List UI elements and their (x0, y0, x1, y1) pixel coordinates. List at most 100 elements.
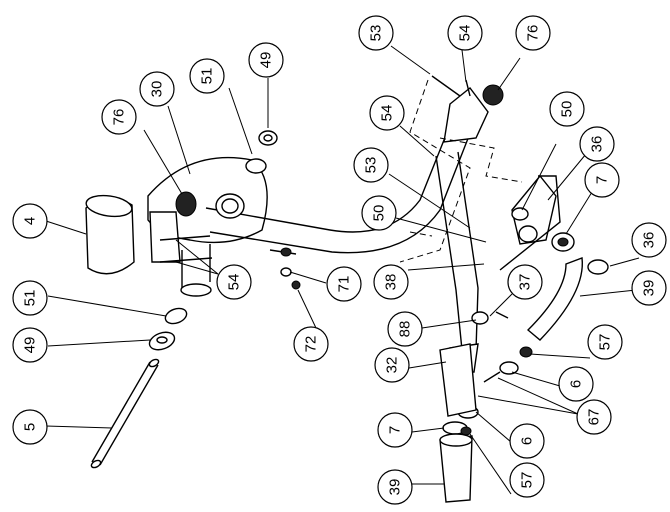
callout-label: 57 (597, 334, 614, 351)
part-cylinder-cover (85, 194, 135, 275)
callout-circle (447, 15, 483, 51)
callout-label: 53 (363, 157, 380, 174)
callout-circle (584, 162, 620, 198)
callout-circle (515, 15, 551, 51)
callout-7-right: 7 (584, 162, 620, 198)
callout-32: 32 (374, 347, 410, 383)
callout-label: 72 (303, 336, 320, 353)
callout-38: 38 (373, 264, 409, 300)
callout-circle (189, 58, 225, 94)
callout-37: 37 (507, 264, 543, 300)
callout-88: 88 (387, 311, 423, 347)
callout-label: 50 (371, 205, 388, 222)
callout-circle (549, 91, 585, 127)
callout-53-mid: 53 (353, 147, 389, 183)
callout-54-left: 54 (216, 264, 252, 300)
callout-54-top: 54 (447, 15, 483, 51)
callout-circle (369, 95, 405, 131)
callout-39-bottom: 39 (377, 469, 413, 505)
callout-circle (326, 266, 362, 302)
leader-lines (45, 45, 640, 495)
callout-label: 30 (149, 81, 166, 98)
callout-label: 57 (519, 472, 536, 489)
callout-label: 6 (568, 380, 585, 388)
part-bushing-left (164, 307, 188, 325)
callout-label: 37 (517, 274, 534, 291)
callout-49-left: 49 (12, 327, 48, 363)
part-drawings (85, 75, 609, 503)
callout-label: 4 (22, 217, 39, 225)
callout-51-top: 51 (189, 58, 225, 94)
callout-circle (101, 99, 137, 135)
part-washer-top (258, 130, 278, 146)
callout-label: 76 (111, 109, 128, 126)
callout-circle (579, 126, 615, 162)
callout-label: 67 (586, 409, 603, 426)
assembly-guides (399, 79, 523, 263)
callout-51-left: 51 (12, 280, 48, 316)
part-washer-left (148, 331, 176, 351)
callout-circle (216, 264, 252, 300)
part-lower-tube (439, 343, 477, 503)
callout-label: 51 (199, 68, 216, 85)
callout-circle (374, 347, 410, 383)
callout-76-top: 76 (515, 15, 551, 51)
callout-30: 30 (139, 71, 175, 107)
callout-circle (576, 399, 612, 435)
callout-6-right: 6 (558, 366, 594, 402)
part-bushing-top (245, 158, 267, 174)
callout-label: 5 (22, 423, 39, 431)
callout-54-mid: 54 (369, 95, 405, 131)
part-right-bracket (499, 174, 609, 275)
callout-label: 53 (368, 25, 385, 42)
callout-label: 38 (383, 274, 400, 291)
callout-circle (293, 326, 329, 362)
callout-72: 72 (293, 326, 329, 362)
callout-label: 54 (457, 25, 474, 42)
callout-label: 51 (22, 290, 39, 307)
callout-circle (387, 311, 423, 347)
callout-circle (631, 222, 667, 258)
callout-label: 71 (336, 276, 353, 293)
callout-label: 49 (258, 52, 275, 69)
callout-circle (361, 195, 397, 231)
callout-label: 49 (22, 337, 39, 354)
callout-circle (377, 469, 413, 505)
callout-circle (507, 264, 543, 300)
callout-label: 36 (589, 136, 606, 153)
callout-circle (358, 15, 394, 51)
part-nuts (269, 247, 301, 290)
callout-label: 54 (379, 105, 396, 122)
callout-circle (12, 280, 48, 316)
callout-label: 7 (387, 426, 404, 434)
part-end-cap-left (175, 191, 197, 217)
callout-49-top: 49 (248, 42, 284, 78)
callout-67: 67 (576, 399, 612, 435)
callout-76-left: 76 (101, 99, 137, 135)
callout-4: 4 (12, 203, 48, 239)
part-bracket-left (149, 211, 213, 263)
callout-label: 7 (594, 176, 611, 184)
part-top-bracket (431, 75, 504, 143)
callout-label: 6 (519, 437, 536, 445)
callout-circle (373, 264, 409, 300)
callout-circle (12, 409, 48, 445)
callout-36-top: 36 (579, 126, 615, 162)
callout-6-bottom: 6 (509, 423, 545, 459)
callout-label: 39 (641, 280, 658, 297)
callout-circle (631, 270, 667, 306)
callout-50-mid: 50 (361, 195, 397, 231)
callout-circle (558, 366, 594, 402)
callout-circle (353, 147, 389, 183)
callout-5: 5 (12, 409, 48, 445)
callout-circle (587, 324, 623, 360)
callout-57-right: 57 (587, 324, 623, 360)
part-grip-right (526, 257, 583, 341)
part-upright-tube (435, 151, 479, 373)
callout-circle (377, 412, 413, 448)
callout-label: 54 (226, 274, 243, 291)
part-main-frame (180, 109, 477, 297)
